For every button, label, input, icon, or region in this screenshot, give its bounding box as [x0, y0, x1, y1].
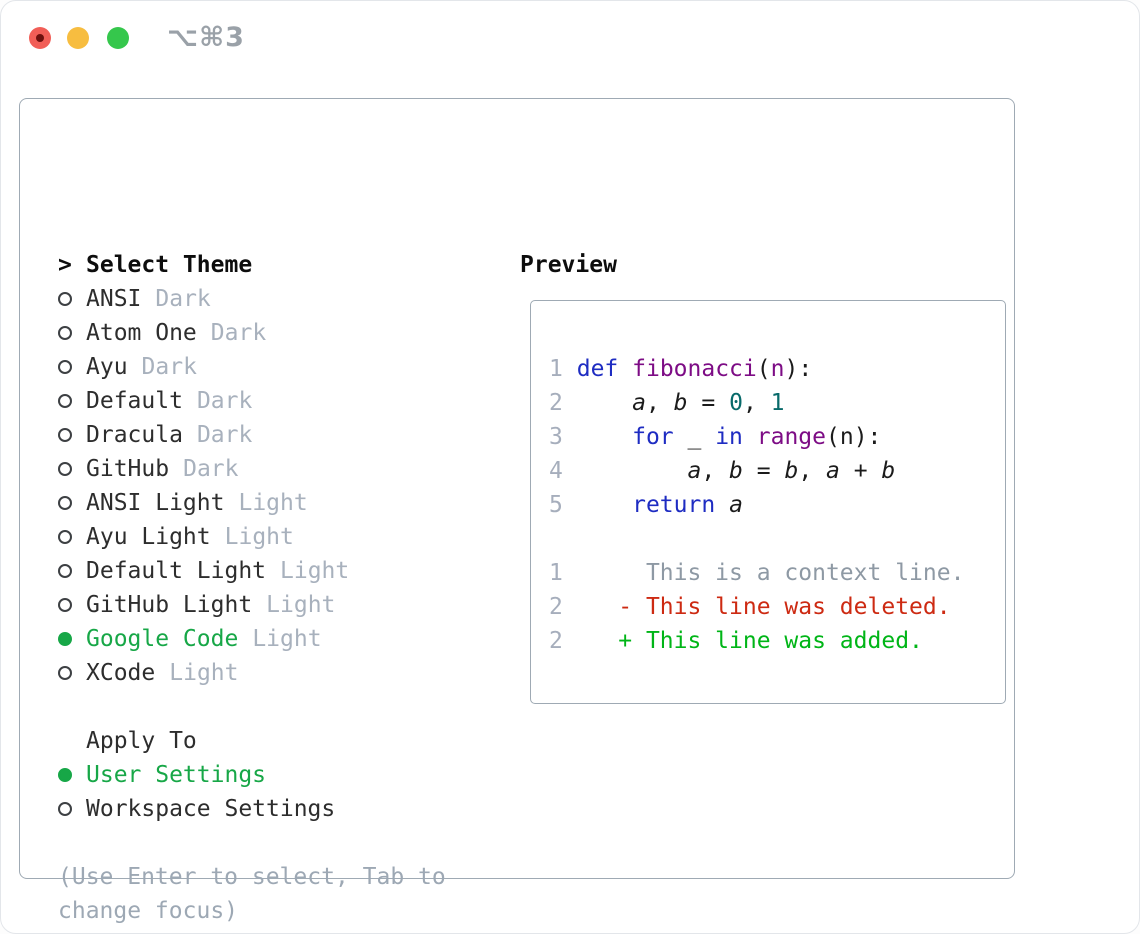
item-variant-label: Dark	[141, 354, 197, 380]
item-label: GitHub Light	[86, 592, 253, 618]
theme-item-default[interactable]: Default Dark	[58, 384, 498, 418]
radio-icon	[58, 326, 72, 340]
diff-preview: 1 This is a context line. 2 - This line w…	[549, 556, 1005, 658]
item-variant-label: Light	[252, 626, 322, 652]
item-label: Ayu	[86, 354, 128, 380]
diff-line-add: 2 + This line was added.	[549, 628, 923, 654]
radio-icon	[58, 360, 72, 374]
item-label: ANSI	[86, 286, 142, 312]
radio-selected-icon	[58, 768, 72, 782]
item-label: GitHub	[86, 456, 170, 482]
close-button-icon[interactable]	[29, 27, 51, 49]
item-variant-label: Dark	[183, 456, 239, 482]
radio-icon	[58, 462, 72, 476]
help-text: (Use Enter to select, Tab to change focu…	[58, 864, 446, 924]
window-title: ⌥⌘3	[167, 22, 245, 53]
theme-item-github-light[interactable]: GitHub Light Light	[58, 588, 498, 622]
item-label: Atom One	[86, 320, 197, 346]
zoom-button-icon[interactable]	[107, 27, 129, 49]
code-line: 2 a, b = 0, 1	[549, 390, 785, 416]
item-variant-label: Light	[266, 592, 336, 618]
theme-item-dracula[interactable]: Dracula Dark	[58, 418, 498, 452]
spacer	[58, 690, 498, 724]
item-label: Workspace Settings	[86, 796, 336, 822]
code-line: 5 return a	[549, 492, 743, 518]
item-variant-label: Light	[169, 660, 239, 686]
radio-icon	[58, 394, 72, 408]
preview-header: Preview	[520, 252, 617, 278]
item-label: XCode	[86, 660, 156, 686]
title-bar: ⌥⌘3	[1, 1, 1139, 73]
code-line: 3 for _ in range(n):	[549, 424, 882, 450]
theme-item-ayu-light[interactable]: Ayu Light Light	[58, 520, 498, 554]
radio-icon	[58, 496, 72, 510]
item-variant-label: Light	[224, 524, 294, 550]
theme-item-ayu[interactable]: Ayu Dark	[58, 350, 498, 384]
item-variant-label: Dark	[196, 422, 253, 448]
item-label: Default	[86, 388, 183, 414]
radio-icon	[58, 564, 72, 578]
code-line: 4 a, b = b, a + b	[549, 458, 896, 484]
item-label: Dracula	[86, 422, 183, 448]
cursor-icon: >	[58, 252, 72, 278]
radio-icon	[58, 292, 72, 306]
minimize-button-icon[interactable]	[67, 27, 89, 49]
theme-item-ansi-light[interactable]: ANSI Light Light	[58, 486, 498, 520]
theme-item-github[interactable]: GitHub Dark	[58, 452, 498, 486]
item-label: User Settings	[86, 762, 267, 788]
radio-icon	[58, 802, 72, 816]
item-variant-label: Dark	[196, 388, 253, 414]
item-label: Ayu Light	[86, 524, 211, 550]
item-variant-label: Dark	[210, 320, 267, 346]
theme-item-xcode[interactable]: XCode Light	[58, 656, 498, 690]
radio-icon	[58, 530, 72, 544]
apply-to-header-row: Apply To	[58, 724, 498, 758]
item-variant-label: Light	[280, 558, 350, 584]
apply-to-header: Apply To	[86, 728, 197, 754]
theme-item-google-code[interactable]: Google Code Light	[58, 622, 498, 656]
theme-item-default-light[interactable]: Default Light Light	[58, 554, 498, 588]
code-preview: 1 def fibonacci(n): 2 a, b = 0, 1 3 for _ …	[549, 352, 1005, 522]
apply-option-user-settings[interactable]: User Settings	[58, 758, 498, 792]
item-variant-label: Light	[238, 490, 308, 516]
item-label: Google Code	[86, 626, 239, 652]
item-label: Default Light	[86, 558, 267, 584]
theme-item-ansi[interactable]: ANSI Dark	[58, 282, 498, 316]
apply-option-workspace-settings[interactable]: Workspace Settings	[58, 792, 498, 826]
item-variant-label: Dark	[155, 286, 211, 312]
radio-selected-icon	[58, 632, 72, 646]
select-theme-header-row: > Select Theme	[58, 248, 498, 282]
radio-icon	[58, 428, 72, 442]
item-label: ANSI Light	[86, 490, 225, 516]
radio-icon	[58, 598, 72, 612]
theme-item-atom-one[interactable]: Atom One Dark	[58, 316, 498, 350]
select-theme-header: Select Theme	[86, 252, 253, 278]
code-line: 1 def fibonacci(n):	[549, 356, 813, 382]
diff-line-del: 2 - This line was deleted.	[549, 594, 951, 620]
preview-box: 1 def fibonacci(n): 2 a, b = 0, 1 3 for _ …	[530, 300, 1006, 704]
diff-line-ctx: 1 This is a context line.	[549, 560, 965, 586]
radio-icon	[58, 666, 72, 680]
